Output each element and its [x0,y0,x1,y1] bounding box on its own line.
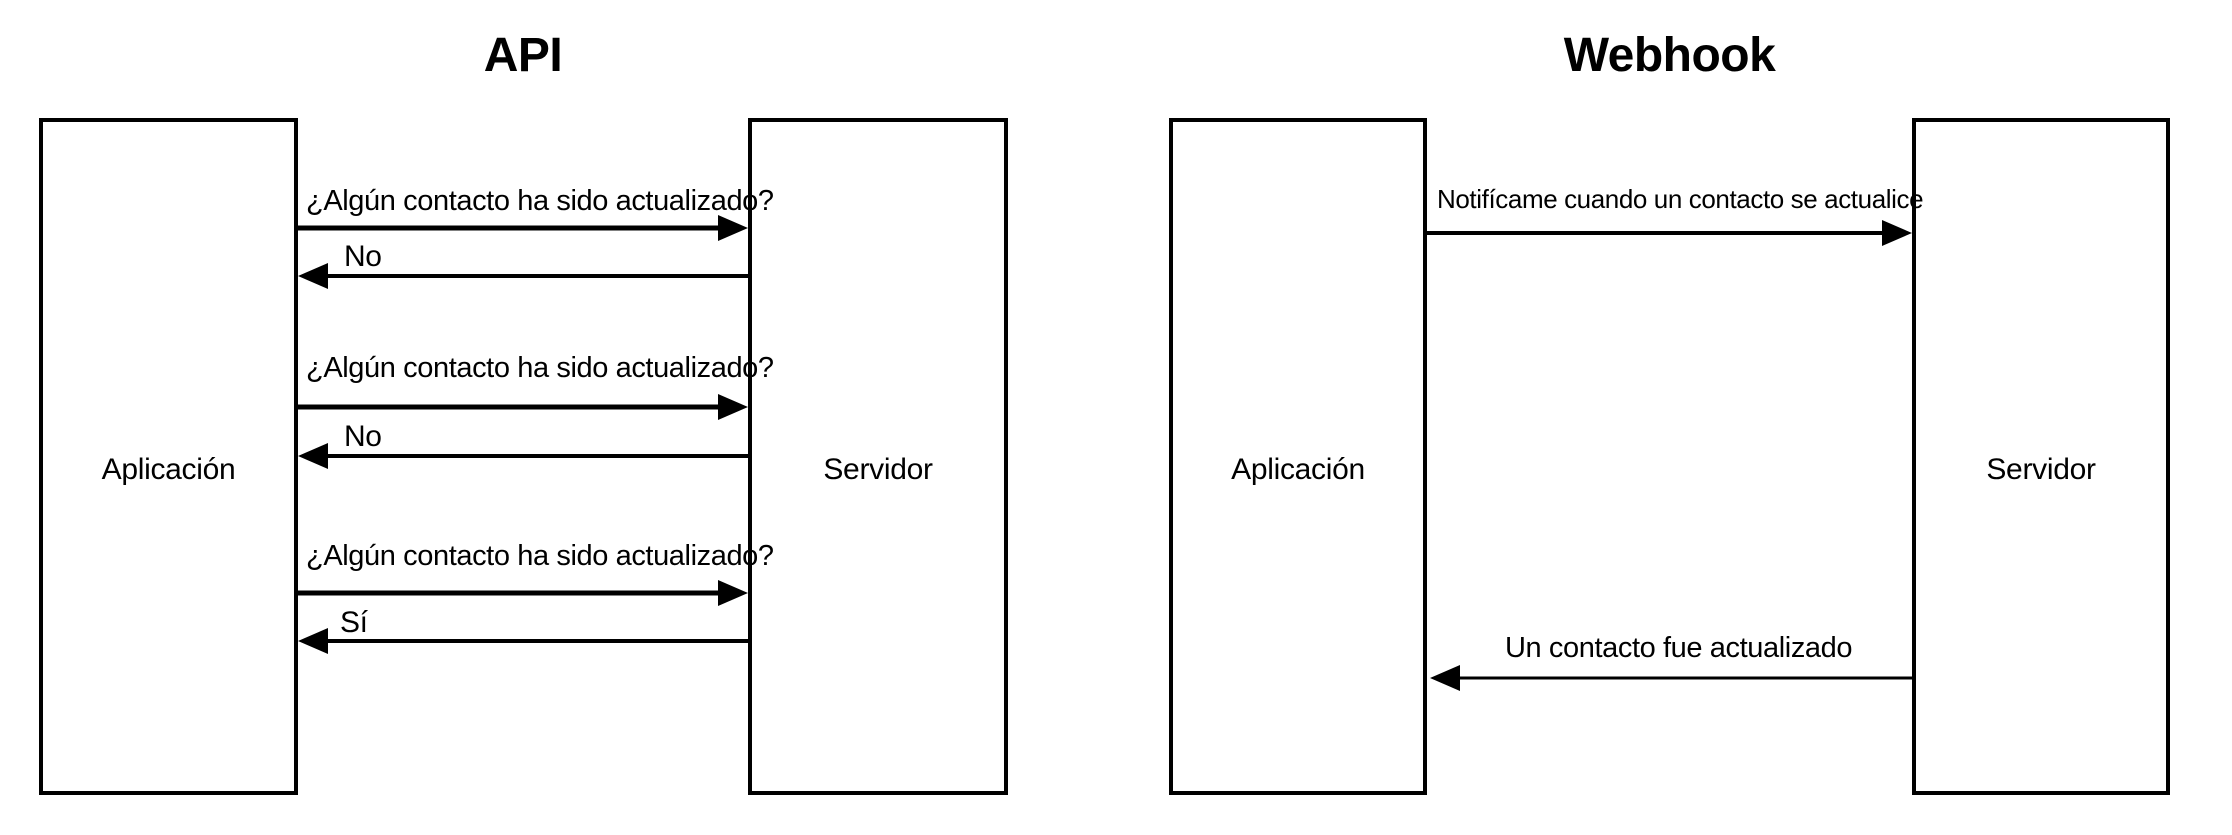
arrowhead-right-icon [1882,220,1912,246]
message-arrow-left [298,628,748,654]
arrowhead-left-icon [298,443,328,469]
message-arrow-left [1430,665,1912,691]
arrow-shaft [322,454,748,458]
message-arrow-right [1427,220,1912,246]
arrow-shaft [298,404,724,410]
arrowhead-right-icon [718,580,748,606]
message-arrow-right [298,580,748,606]
actor-box-webhook-servidor: Servidor [1912,118,2170,795]
arrowhead-left-icon [1430,665,1460,691]
message-arrow-left [298,443,748,469]
actor-label-webhook-servidor: Servidor [1986,452,2096,486]
arrow-shaft [298,590,724,596]
message-arrow-right [298,394,748,420]
arrowhead-right-icon [718,215,748,241]
actor-box-api-aplicacion: Aplicación [39,118,298,795]
arrowhead-right-icon [718,394,748,420]
diagram-title-webhook: Webhook [1563,29,1776,82]
actor-label-webhook-aplicacion: Aplicación [1231,452,1365,486]
arrow-shaft [1427,231,1888,235]
arrow-shaft [298,225,724,231]
message-label: No [344,240,382,273]
actor-label-api-servidor: Servidor [823,452,933,486]
message-arrow-right [298,215,748,241]
message-arrow-left [298,263,748,289]
message-label: ¿Algún contacto ha sido actualizado? [306,540,774,572]
arrow-shaft [1454,676,1912,680]
message-label: ¿Algún contacto ha sido actualizado? [306,352,774,384]
arrowhead-left-icon [298,628,328,654]
arrow-shaft [322,274,748,278]
actor-box-webhook-aplicacion: Aplicación [1169,118,1427,795]
arrow-shaft [322,639,748,643]
diagram-title-api: API [483,29,563,82]
message-label: Sí [340,606,368,639]
message-label: Un contacto fue actualizado [1505,632,1853,664]
message-label: No [344,420,382,453]
arrowhead-left-icon [298,263,328,289]
message-label: Notifícame cuando un contacto se actuali… [1437,184,1924,214]
message-label: ¿Algún contacto ha sido actualizado? [306,185,774,217]
actor-label-api-aplicacion: Aplicación [101,452,236,486]
actor-box-api-servidor: Servidor [748,118,1008,795]
